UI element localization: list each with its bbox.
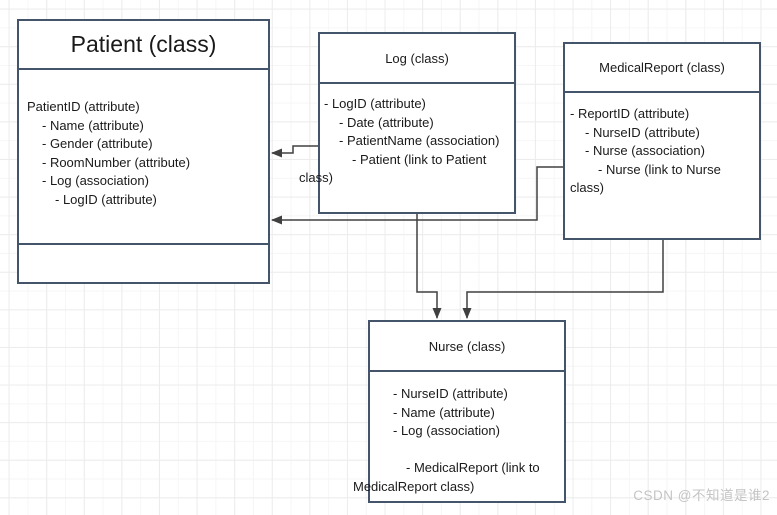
attribute-line: - RoomNumber (attribute) — [42, 154, 191, 170]
attribute-line: - Nurse (link to Nurse — [598, 161, 721, 177]
attribute-line: - NurseID (attribute) — [393, 386, 508, 401]
class-title-medicalreport: MedicalReport (class) — [565, 44, 759, 93]
attributes-section-medicalreport: - ReportID (attribute) - NurseID (attrib… — [565, 93, 759, 198]
watermark: CSDN @不知道是谁2 — [633, 488, 770, 503]
attribute-line: - Name (attribute) — [42, 117, 144, 133]
attribute-line: - Log (association) — [393, 423, 500, 439]
attribute-line: - LogID (attribute) — [55, 191, 157, 207]
attributes-section-patient: PatientID (attribute) - Name (attribute)… — [19, 70, 268, 245]
attribute-line: PatientID (attribute) — [27, 99, 140, 114]
attribute-line: - Date (attribute) — [339, 114, 434, 130]
attribute-line: - Log (association) — [42, 173, 149, 189]
attribute-line-blank — [378, 441, 564, 460]
connector-log-to-patient — [271, 145, 318, 158]
class-title-patient: Patient (class) — [19, 21, 268, 70]
attribute-line-wrapped: class) — [299, 170, 333, 186]
class-box-medicalreport: MedicalReport (class) - ReportID (attrib… — [563, 42, 761, 240]
empty-compartment-patient — [19, 245, 268, 282]
attribute-line: - LogID (attribute) — [324, 96, 426, 111]
attribute-line: - Patient (link to Patient — [352, 151, 487, 167]
class-title-nurse: Nurse (class) — [370, 322, 564, 372]
class-title-log: Log (class) — [320, 34, 514, 84]
attribute-line-wrapped: class) — [570, 180, 604, 196]
attributes-section-log: - LogID (attribute) - Date (attribute) -… — [299, 84, 514, 188]
attribute-line: - Gender (attribute) — [42, 136, 153, 152]
attribute-line: - ReportID (attribute) — [570, 106, 690, 121]
attribute-line-wrapped: MedicalReport class) — [353, 478, 475, 494]
connector-medicalreport-to-nurse — [462, 240, 664, 319]
attributes-section-nurse: - NurseID (attribute) - Name (attribute)… — [353, 372, 564, 497]
attribute-line: - PatientName (association) — [339, 133, 500, 149]
connector-log-to-nurse — [416, 214, 442, 319]
attribute-line: - NurseID (attribute) — [585, 124, 700, 140]
attribute-line: - Nurse (association) — [585, 143, 705, 159]
class-box-patient: Patient (class) PatientID (attribute) - … — [17, 19, 270, 284]
class-box-nurse: Nurse (class) - NurseID (attribute) - Na… — [353, 320, 566, 503]
class-box-log: Log (class) - LogID (attribute) - Date (… — [299, 32, 516, 214]
attribute-line: - MedicalReport (link to — [406, 460, 540, 476]
attribute-line: - Name (attribute) — [393, 404, 495, 420]
